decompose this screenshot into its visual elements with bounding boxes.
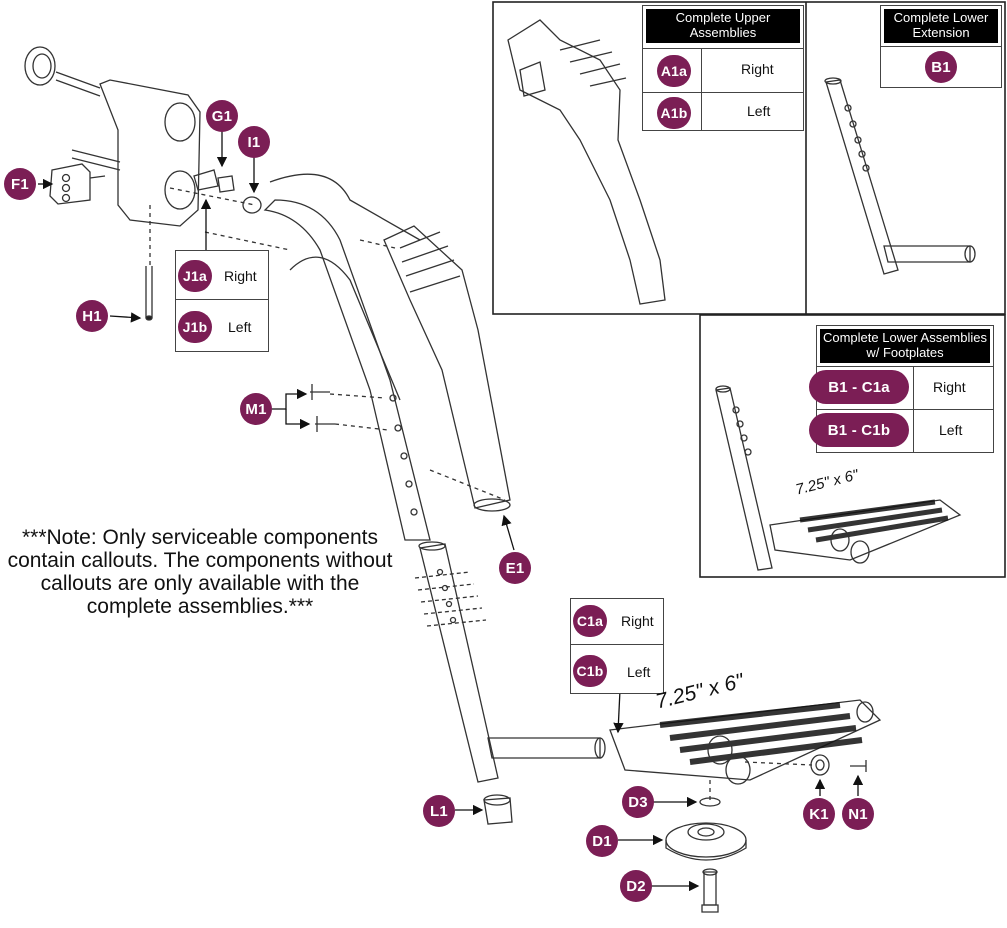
label-j1b-side: Left bbox=[228, 319, 252, 335]
j-callout-table: J1a Right J1b Left bbox=[175, 250, 269, 352]
lower-extension-table: Complete Lower Extension B1 bbox=[880, 5, 1002, 88]
washer-part bbox=[699, 797, 721, 807]
clamp-block bbox=[49, 163, 91, 205]
callout-b1-c1b: B1 - C1b bbox=[809, 413, 909, 447]
label-b1-c1b-side: Left bbox=[939, 422, 963, 438]
inset-lower-extension bbox=[825, 79, 899, 275]
screw-part bbox=[850, 760, 867, 772]
callout-l1: L1 bbox=[423, 795, 455, 827]
callout-h1: H1 bbox=[76, 300, 108, 332]
callout-j1a: J1a bbox=[178, 260, 212, 292]
callout-g1: G1 bbox=[206, 100, 238, 132]
bolt-part bbox=[703, 871, 717, 906]
upper-assemblies-frame bbox=[492, 1, 1006, 315]
label-a1a-side: Right bbox=[741, 61, 774, 77]
callout-a1a: A1a bbox=[657, 55, 691, 87]
end-cap-part bbox=[24, 46, 56, 86]
callout-j1b: J1b bbox=[178, 311, 212, 343]
inset-upper-assembly bbox=[507, 19, 666, 305]
label-a1b-side: Left bbox=[747, 103, 771, 119]
callout-a1b: A1b bbox=[657, 97, 691, 129]
callout-c1a: C1a bbox=[573, 605, 607, 637]
callout-m1: M1 bbox=[240, 393, 272, 425]
pin-part bbox=[145, 266, 153, 318]
callout-i1: I1 bbox=[238, 126, 270, 158]
lower-assemblies-table: Complete Lower Assemblies w/ Footplates … bbox=[809, 325, 994, 453]
lower-assemblies-frame bbox=[699, 314, 1006, 578]
lower-extension-header: Complete Lower Extension bbox=[884, 9, 998, 43]
callout-b1-c1a: B1 - C1a bbox=[809, 370, 909, 404]
callout-d2: D2 bbox=[620, 870, 652, 902]
callout-d1: D1 bbox=[586, 825, 618, 857]
grip-part bbox=[383, 225, 511, 509]
plug-part bbox=[242, 196, 262, 214]
upper-assemblies-table: Complete Upper Assemblies A1a Right A1b … bbox=[642, 5, 804, 131]
lower-extension-tube bbox=[419, 543, 499, 783]
end-plug-part bbox=[483, 797, 513, 825]
serviceable-components-note: ***Note: Only serviceable components con… bbox=[7, 526, 393, 618]
upper-assemblies-header: Complete Upper Assemblies bbox=[646, 9, 800, 43]
callout-k1: K1 bbox=[803, 798, 835, 830]
label-b1-c1a-side: Right bbox=[933, 379, 966, 395]
callout-b1: B1 bbox=[925, 51, 957, 83]
callout-f1: F1 bbox=[4, 168, 36, 200]
c-callout-table: C1a Right C1b Left bbox=[570, 598, 664, 694]
lower-assemblies-header: Complete Lower Assemblies w/ Footplates bbox=[820, 329, 990, 363]
callout-n1: N1 bbox=[842, 798, 874, 830]
callout-e1: E1 bbox=[499, 552, 531, 584]
inset-lower-assembly bbox=[715, 387, 773, 571]
callout-c1b: C1b bbox=[573, 655, 607, 687]
spacer-part bbox=[810, 754, 830, 776]
upper-tube-top bbox=[269, 173, 421, 241]
label-c1b-side: Left bbox=[627, 664, 651, 680]
callout-d3: D3 bbox=[622, 786, 654, 818]
bracket-housing bbox=[99, 79, 201, 227]
label-j1a-side: Right bbox=[224, 268, 257, 284]
upper-tube bbox=[263, 199, 431, 541]
label-c1a-side: Right bbox=[621, 613, 654, 629]
